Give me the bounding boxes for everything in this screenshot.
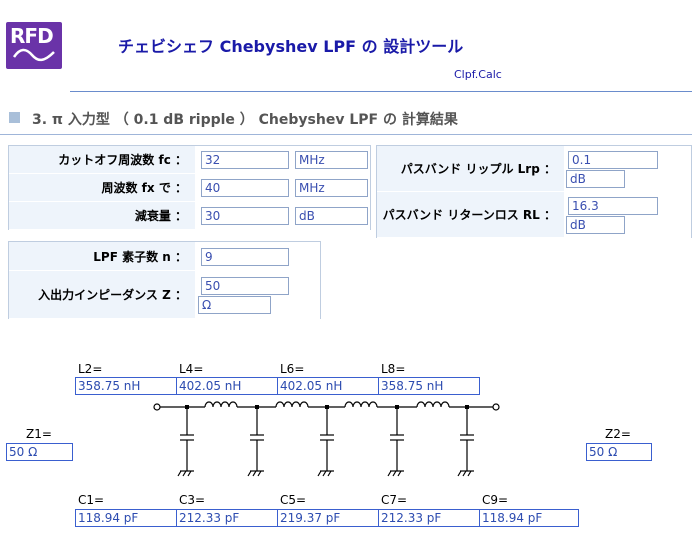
c9-label: C9= xyxy=(482,493,509,507)
lpf-panel: LPF 素子数 n ： 9 入出力インピーダンス Z ： 50 Ω xyxy=(8,241,321,319)
c1-label: C1= xyxy=(78,493,105,507)
rl-unit: dB xyxy=(566,216,625,234)
rl-row: パスバンド リターンロス RL ： 16.3 dB xyxy=(377,192,691,238)
c7-label: C7= xyxy=(381,493,408,507)
c7-value[interactable]: 212.33 pF xyxy=(378,509,480,527)
atten-row: 減衰量 ： 30 dB xyxy=(9,202,370,230)
z-input[interactable]: 50 xyxy=(201,277,289,295)
lrp-input[interactable]: 0.1 xyxy=(568,151,658,169)
section-divider xyxy=(0,134,692,135)
l6-label: L6= xyxy=(280,362,305,376)
l8-label: L8= xyxy=(381,362,406,376)
lrp-row: パスバンド リップル Lrp ： 0.1 dB xyxy=(377,146,691,192)
fx-unit: MHz xyxy=(295,179,368,197)
z2-label: Z2= xyxy=(605,427,631,441)
atten-unit: dB xyxy=(295,207,368,225)
logo-text: RFD xyxy=(10,24,54,48)
z-label: 入出力インピーダンス Z ： xyxy=(9,271,195,318)
section-title: 3. π 入力型 （ 0.1 dB ripple ） Chebyshev LPF… xyxy=(32,112,458,128)
lpf-schematic xyxy=(153,401,500,477)
z2-value[interactable]: 50 Ω xyxy=(586,443,652,461)
passband-panel: パスバンド リップル Lrp ： 0.1 dB パスバンド リターンロス RL … xyxy=(376,145,692,238)
l4-label: L4= xyxy=(179,362,204,376)
z-unit: Ω xyxy=(198,296,271,314)
z1-value[interactable]: 50 Ω xyxy=(6,443,73,461)
rfd-logo: RFD xyxy=(6,22,62,69)
lrp-label: パスバンド リップル Lrp ： xyxy=(377,146,564,191)
fx-row: 周波数 fx で ： 40 MHz xyxy=(9,174,370,202)
atten-label: 減衰量 ： xyxy=(9,202,195,229)
n-label: LPF 素子数 n ： xyxy=(9,242,195,270)
z-row: 入出力インピーダンス Z ： 50 Ω xyxy=(9,271,320,319)
fx-label: 周波数 fx で ： xyxy=(9,174,195,201)
fc-input[interactable]: 32 xyxy=(201,151,289,169)
c3-label: C3= xyxy=(179,493,206,507)
l4-value[interactable]: 402.05 nH xyxy=(176,377,278,395)
c5-label: C5= xyxy=(280,493,307,507)
c5-value[interactable]: 219.37 pF xyxy=(277,509,379,527)
rl-label: パスバンド リターンロス RL ： xyxy=(377,192,564,237)
atten-input[interactable]: 30 xyxy=(201,207,289,225)
l6-value[interactable]: 402.05 nH xyxy=(277,377,379,395)
c9-value[interactable]: 118.94 pF xyxy=(479,509,579,527)
fc-label: カットオフ周波数 fc ： xyxy=(9,146,195,173)
section-bullet-icon xyxy=(9,112,20,123)
z1-label: Z1= xyxy=(26,427,52,441)
rl-input[interactable]: 16.3 xyxy=(568,197,658,215)
page-title: チェビシェフ Chebyshev LPF の 設計ツール xyxy=(118,37,464,56)
lrp-unit: dB xyxy=(566,170,625,188)
n-input[interactable]: 9 xyxy=(201,248,289,266)
l8-value[interactable]: 358.75 nH xyxy=(378,377,480,395)
l2-value[interactable]: 358.75 nH xyxy=(75,377,177,395)
n-row: LPF 素子数 n ： 9 xyxy=(9,242,320,271)
l2-label: L2= xyxy=(78,362,103,376)
fx-input[interactable]: 40 xyxy=(201,179,289,197)
fc-row: カットオフ周波数 fc ： 32 MHz xyxy=(9,146,370,174)
header-divider xyxy=(70,91,692,92)
c3-value[interactable]: 212.33 pF xyxy=(176,509,278,527)
c1-value[interactable]: 118.94 pF xyxy=(75,509,177,527)
sine-wave-icon xyxy=(12,48,55,62)
filter-params-panel: カットオフ周波数 fc ： 32 MHz 周波数 fx で ： 40 MHz 減… xyxy=(8,145,371,230)
fc-unit: MHz xyxy=(295,151,368,169)
page-subtitle: Clpf.Calc xyxy=(454,68,502,81)
